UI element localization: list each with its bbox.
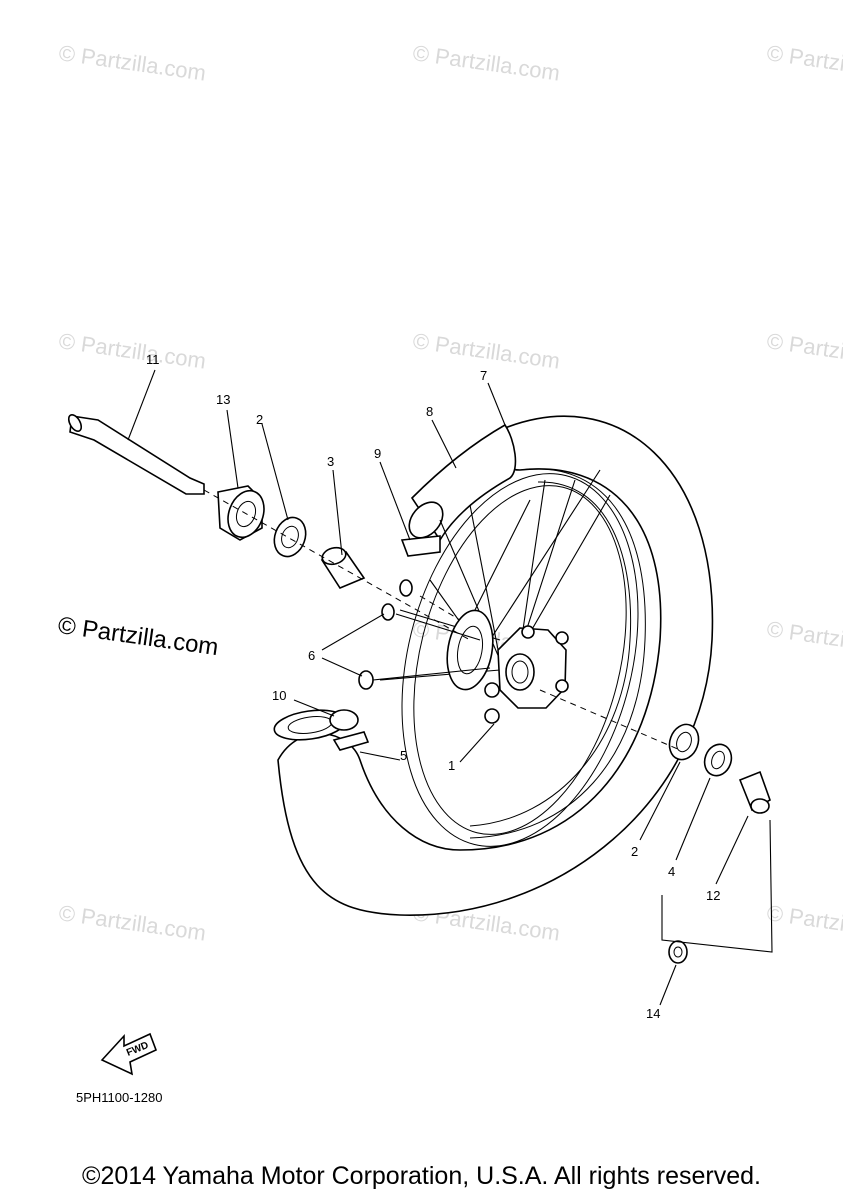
collar (217, 485, 265, 541)
hub (446, 609, 569, 724)
valve (400, 535, 441, 557)
axle (67, 414, 205, 495)
callout-6: 6 (308, 648, 315, 663)
bolts (358, 579, 491, 690)
rim (401, 473, 639, 847)
spacer (320, 546, 366, 589)
watermark: © Partzilla.com (765, 328, 843, 373)
callout-2: 2 (256, 412, 263, 427)
watermark: © Partzilla.com (411, 40, 561, 85)
bearing-left (273, 516, 307, 558)
watermark: © Partzilla.com (411, 328, 561, 373)
callout-12: 12 (706, 888, 720, 903)
right-side-parts (668, 723, 771, 964)
fwd-arrow: FWD (100, 1032, 158, 1076)
watermark: © Partzilla.com (765, 616, 843, 661)
leader-lines (127, 369, 773, 1006)
callout-3: 3 (327, 454, 334, 469)
rim-band (408, 423, 517, 542)
callout-10: 10 (272, 688, 286, 703)
callout-9: 9 (374, 446, 381, 461)
watermark: © Partzilla.com (57, 40, 207, 85)
watermark: © Partzilla.com (765, 40, 843, 85)
copyright-notice: ©2014 Yamaha Motor Corporation, U.S.A. A… (82, 1162, 761, 1190)
tube-valve (329, 709, 370, 751)
watermark: © Partzilla.com (57, 328, 207, 373)
callout-14: 14 (646, 1006, 660, 1021)
callout-8: 8 (426, 404, 433, 419)
callout-1: 1 (448, 758, 455, 773)
callout-5: 5 (400, 748, 407, 763)
callout-13: 13 (216, 392, 230, 407)
callout-11: 11 (146, 352, 160, 367)
diagram-code: 5PH1100-1280 (76, 1090, 163, 1105)
watermark: © Partzilla.com (57, 900, 207, 945)
tire (273, 415, 714, 916)
callout-2-right: 2 (631, 844, 638, 859)
callouts: 11 13 2 3 9 8 7 6 10 5 1 2 4 12 14 (146, 352, 720, 1021)
callout-4: 4 (668, 864, 675, 879)
callout-7: 7 (480, 368, 487, 383)
watermark: © Partzilla.com (765, 900, 843, 945)
